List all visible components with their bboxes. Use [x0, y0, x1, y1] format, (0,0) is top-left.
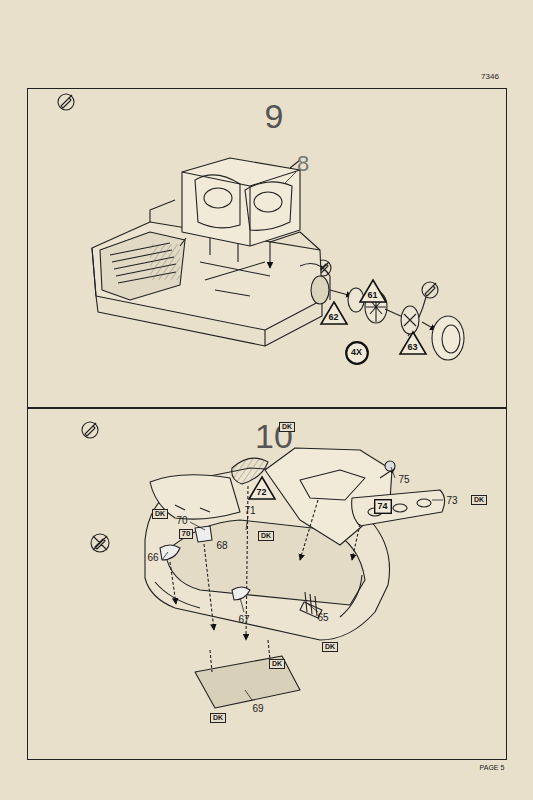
paint-code: DK — [152, 509, 168, 519]
step-number: 10 — [42, 419, 506, 453]
paint-code: 70 — [179, 529, 194, 540]
callout-number: 62 — [320, 313, 348, 322]
rear-panel — [352, 490, 445, 560]
part-triangle: 63 — [399, 331, 427, 355]
callout-number: 72 — [248, 488, 276, 497]
part-box: 74 — [374, 499, 392, 514]
step-panel: 9 4X 62 61 63 — [27, 88, 507, 408]
callout-number: 69 — [252, 703, 263, 714]
part-triangle: 72 — [248, 476, 276, 500]
step-panel: 10 72 74 — [27, 408, 507, 760]
paint-code: DK — [210, 713, 226, 723]
windscreen-piece — [150, 475, 240, 519]
hood — [265, 448, 395, 560]
callout-number: PAGE 5 — [480, 764, 505, 772]
callout-number: 61 — [359, 291, 387, 300]
step-number: 9 — [42, 99, 506, 133]
paint-code: DK — [279, 422, 295, 432]
callout-number: 67 — [238, 614, 249, 625]
paint-code: DK — [258, 531, 274, 541]
callout-number: 8 — [297, 152, 309, 176]
part-triangle: 61 — [359, 279, 387, 303]
belly-pan — [195, 640, 300, 708]
callout-number: 7346 — [481, 73, 499, 82]
callout-number: 65 — [317, 612, 328, 623]
quantity-circle: 4X — [345, 341, 369, 365]
callout-number: 63 — [399, 343, 427, 352]
part-triangle: 62 — [320, 301, 348, 325]
paint-code: DK — [471, 495, 487, 505]
callout-number: 66 — [147, 552, 158, 563]
callout-number: 73 — [446, 495, 457, 506]
seat-tub — [180, 158, 300, 246]
paint-code: DK — [269, 659, 285, 669]
callout-number: 71 — [244, 505, 255, 516]
callout-number: 68 — [216, 540, 227, 551]
callout-number: 74 — [374, 502, 392, 511]
leader-line — [162, 172, 443, 700]
glue-icon — [58, 94, 438, 438]
small-parts — [160, 526, 250, 630]
callout-number: 75 — [398, 474, 409, 485]
callout-number: 70 — [176, 515, 187, 526]
callout-number: 4X — [345, 348, 369, 357]
paint-code: DK — [322, 642, 338, 652]
